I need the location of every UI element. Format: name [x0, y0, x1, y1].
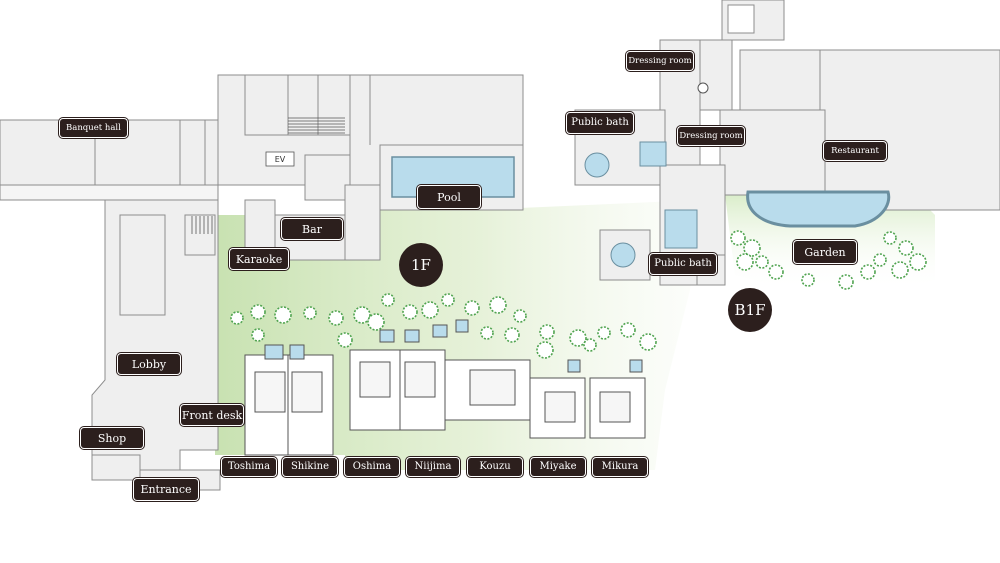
shrub	[402, 304, 418, 320]
shrub	[736, 253, 754, 271]
shrub	[421, 301, 439, 319]
shrub	[513, 309, 527, 323]
pool-label[interactable]: Pool	[418, 186, 480, 208]
shrub	[303, 306, 317, 320]
room-label-mikura[interactable]: Mikura	[593, 458, 647, 476]
shrub	[381, 293, 395, 307]
shrub	[504, 327, 520, 343]
shrub	[620, 322, 636, 338]
shrub	[898, 240, 914, 256]
shrub	[860, 264, 876, 280]
dressing-room-mid-label[interactable]: Dressing room	[678, 127, 744, 145]
shrub	[328, 310, 344, 326]
banquet-hall-label[interactable]: Banquet hall	[60, 119, 127, 137]
shrub	[230, 311, 244, 325]
shrub	[909, 253, 927, 271]
building-1f	[0, 74, 524, 491]
shrub	[883, 231, 897, 245]
shrub	[569, 329, 587, 347]
shrub	[250, 304, 266, 320]
elevator-label: EV	[274, 154, 286, 164]
karaoke-label[interactable]: Karaoke	[230, 249, 288, 269]
bath-tubs	[584, 82, 709, 268]
shrub	[367, 313, 385, 331]
elevator-box	[265, 151, 295, 167]
garden-pond	[746, 190, 891, 228]
shrub	[583, 338, 597, 352]
shrub	[251, 328, 265, 342]
room-label-kouzu[interactable]: Kouzu	[468, 458, 522, 476]
shrub	[768, 264, 784, 280]
shrub	[743, 239, 761, 257]
shrub	[838, 274, 854, 290]
bar-label[interactable]: Bar	[282, 219, 342, 239]
room-label-shikine[interactable]: Shikine	[283, 458, 337, 476]
lobby-label[interactable]: Lobby	[118, 354, 180, 374]
shrub	[801, 273, 815, 287]
shrub	[755, 255, 769, 269]
shrub	[480, 326, 494, 340]
floor-badge-b1f: B1F	[728, 288, 772, 332]
room-label-toshima[interactable]: Toshima	[222, 458, 276, 476]
floor-badge-1f: 1F	[399, 243, 443, 287]
entrance-label[interactable]: Entrance	[134, 479, 198, 500]
shrub	[873, 253, 887, 267]
shrub	[464, 300, 480, 316]
shrub	[274, 306, 292, 324]
shrub	[539, 324, 555, 340]
shrub	[337, 332, 353, 348]
shrub	[353, 306, 371, 324]
room-label-niijima[interactable]: Niijima	[407, 458, 459, 476]
restaurant-label[interactable]: Restaurant	[824, 142, 886, 160]
shrub	[489, 296, 507, 314]
plants	[230, 230, 927, 359]
room-label-miyake[interactable]: Miyake	[531, 458, 585, 476]
shrub	[597, 326, 611, 340]
room-label-oshima[interactable]: Oshima	[345, 458, 399, 476]
dressing-room-top-label[interactable]: Dressing room	[627, 52, 693, 70]
guest-rooms-block	[244, 319, 646, 456]
garden-label[interactable]: Garden	[794, 241, 856, 263]
shrub	[441, 293, 455, 307]
shrub	[891, 261, 909, 279]
public-bath-bottom-label[interactable]: Public bath	[650, 254, 716, 274]
public-bath-top-label[interactable]: Public bath	[567, 113, 633, 133]
shrub	[536, 341, 554, 359]
front-desk-label[interactable]: Front desk	[181, 405, 243, 425]
shrub	[730, 230, 746, 246]
shrub	[639, 333, 657, 351]
shop-label[interactable]: Shop	[81, 428, 143, 448]
